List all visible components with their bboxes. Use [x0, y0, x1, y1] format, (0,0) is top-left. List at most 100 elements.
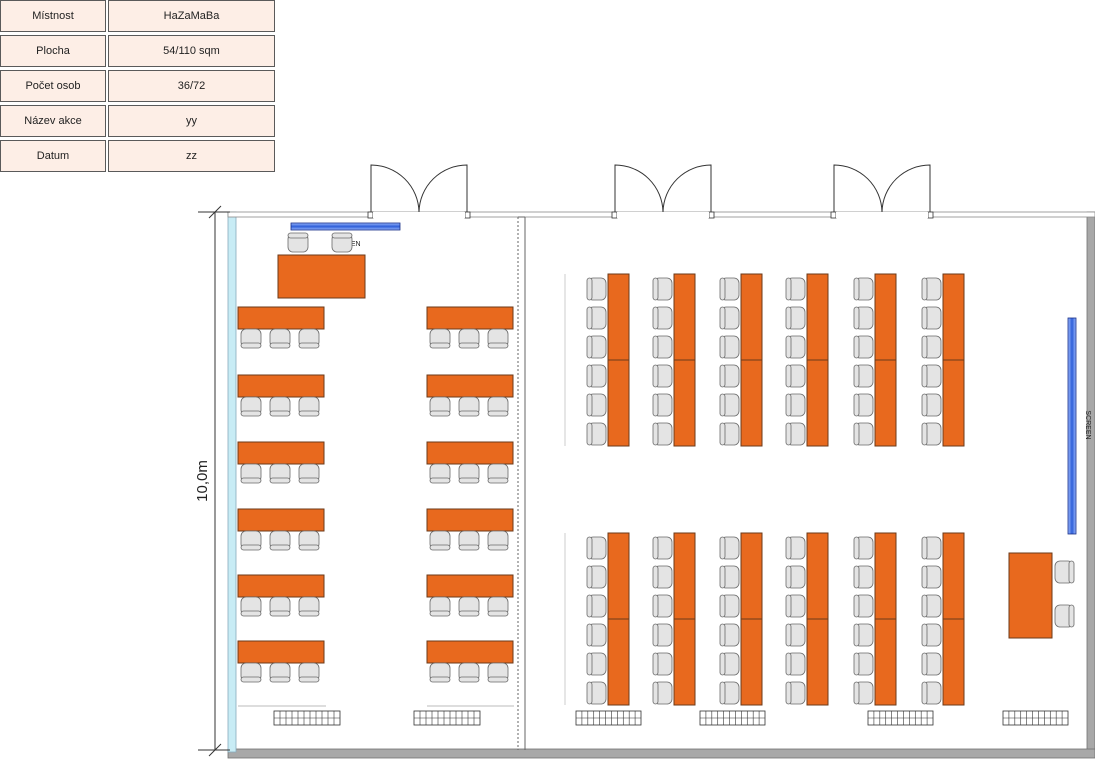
chair: [487, 396, 509, 417]
chair-back: [269, 544, 291, 551]
chair: [429, 396, 451, 417]
chair: [719, 335, 740, 359]
chair: [853, 364, 874, 388]
table: [942, 532, 965, 620]
info-value: yy: [108, 105, 275, 137]
chair-back: [586, 681, 593, 705]
chair: [785, 277, 806, 301]
chair-back: [785, 306, 792, 330]
chair: [921, 306, 942, 330]
radiator: [867, 710, 934, 726]
chair-back: [853, 623, 860, 647]
chair: [586, 335, 607, 359]
chair-back: [652, 335, 659, 359]
chair: [652, 594, 673, 618]
chair-back: [719, 364, 726, 388]
chair-back: [853, 681, 860, 705]
chair: [719, 277, 740, 301]
chair: [487, 328, 509, 349]
chair: [652, 277, 673, 301]
chair: [853, 623, 874, 647]
chair-back: [652, 536, 659, 560]
radiator: [699, 710, 766, 726]
chair: [921, 335, 942, 359]
chair-back: [853, 335, 860, 359]
chair-back: [719, 565, 726, 589]
chair: [586, 306, 607, 330]
table: [426, 306, 514, 330]
chair-back: [269, 610, 291, 617]
chair: [652, 306, 673, 330]
door-opening: [836, 212, 928, 218]
chair: [652, 536, 673, 560]
chair: [853, 594, 874, 618]
chair-back: [586, 335, 593, 359]
chair: [429, 596, 451, 617]
chair-back: [1068, 604, 1075, 628]
table: [607, 359, 630, 447]
chair: [429, 328, 451, 349]
chair: [785, 364, 806, 388]
chair-back: [240, 477, 262, 484]
chair-back: [331, 232, 353, 239]
table: [874, 618, 897, 706]
chair: [652, 364, 673, 388]
chair: [785, 681, 806, 705]
chair: [853, 422, 874, 446]
info-label: Název akce: [0, 105, 106, 137]
chair: [1054, 560, 1075, 584]
chair-back: [921, 277, 928, 301]
table: [806, 532, 829, 620]
chair: [269, 463, 291, 484]
table: [237, 441, 325, 465]
chair-back: [487, 610, 509, 617]
table: [426, 574, 514, 598]
door: [611, 164, 715, 219]
chair-back: [487, 676, 509, 683]
chair-back: [458, 410, 480, 417]
table: [806, 273, 829, 361]
chair: [240, 463, 262, 484]
door-leaf: [418, 164, 468, 217]
chair-back: [652, 277, 659, 301]
table: [673, 359, 696, 447]
chair: [921, 681, 942, 705]
table: [740, 618, 763, 706]
chair-back: [853, 536, 860, 560]
info-label: Místnost: [0, 0, 106, 32]
chair-back: [719, 306, 726, 330]
radiator: [575, 710, 642, 726]
door-jamb: [708, 211, 715, 219]
chair-back: [458, 610, 480, 617]
chair-back: [429, 544, 451, 551]
glass-wall-left: [227, 211, 237, 753]
chair-back: [240, 676, 262, 683]
dimension-label: 10,0m: [194, 460, 211, 502]
chair-back: [652, 565, 659, 589]
chair: [785, 335, 806, 359]
chair-back: [586, 565, 593, 589]
chair-back: [921, 652, 928, 676]
door-opening: [617, 212, 709, 218]
info-value: HaZaMaBa: [108, 0, 275, 32]
chair-back: [719, 652, 726, 676]
chair-back: [719, 393, 726, 417]
chair: [429, 662, 451, 683]
door-jamb: [927, 211, 934, 219]
door-opening: [373, 212, 465, 218]
chair: [921, 594, 942, 618]
chair-back: [785, 422, 792, 446]
chair: [853, 306, 874, 330]
door-leaf: [833, 164, 883, 217]
chair: [487, 463, 509, 484]
chair-back: [921, 623, 928, 647]
radiator: [273, 710, 341, 726]
chair: [719, 422, 740, 446]
chair: [458, 662, 480, 683]
table: [673, 532, 696, 620]
dimension-tick: [208, 205, 222, 219]
table: [607, 273, 630, 361]
table: [1008, 552, 1053, 639]
chair-back: [652, 306, 659, 330]
chair: [921, 652, 942, 676]
